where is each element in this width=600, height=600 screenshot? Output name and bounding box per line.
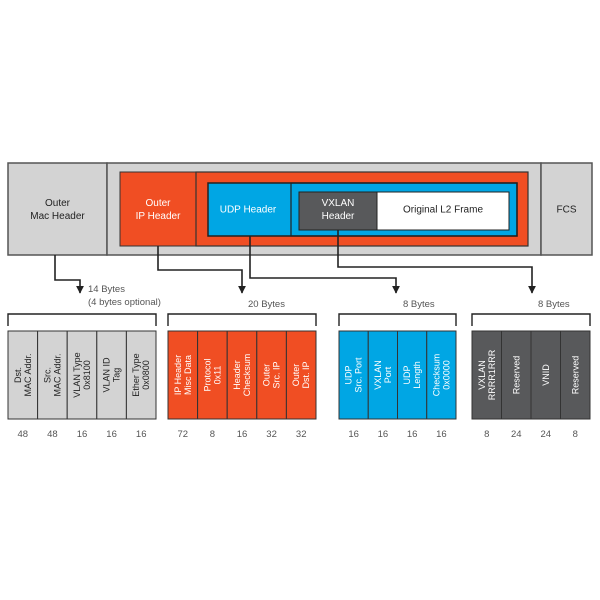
field-box [501,330,532,420]
outer-mac-header-block [7,162,108,256]
field-label: OuterDst. IP [291,361,311,388]
field-bits-label: 16 [348,429,359,440]
field-box [426,330,457,420]
group-size-label: 14 Bytes(4 bytes optional) [88,284,161,308]
field-box [96,330,127,420]
field-label: Ether Type0x0800 [131,353,151,396]
field-bits-label: 32 [266,429,277,440]
connector-arrow-outer-ip [157,246,246,294]
group-size-label: 8 Bytes [403,299,435,310]
field-box [471,330,502,420]
field-bits-label: 24 [511,429,522,440]
udp-payload-outline [290,182,518,237]
field-label: VNID [541,364,551,386]
field-bits-label: 48 [18,429,29,440]
field-bits-label: 16 [136,429,147,440]
field-bits-label: 72 [178,429,189,440]
field-box [285,330,317,420]
field-label: VXLANRRRR1RRR [477,349,497,400]
field-label: Checksum0x0000 [431,354,451,397]
field-box [397,330,428,420]
field-label: VLAN Type0x8100 [72,352,92,397]
fcs-label: FCS [557,205,577,216]
original-l2-frame-label: Original L2 Frame [403,205,483,216]
field-label: UDPSrc. Port [344,357,364,393]
field-box [125,330,157,420]
udp-header-label: UDP Header [220,205,277,216]
group-size-label: 20 Bytes [248,299,285,310]
field-bits-label: 16 [407,429,418,440]
field-box [367,330,398,420]
field-label: Protocol0x11 [202,358,222,391]
field-group: 14 Bytes(4 bytes optional) Dst.MAC Addr. 4… [7,284,161,440]
field-label: Src.MAC Addr. [42,353,62,396]
connector-arrows [54,230,536,294]
field-bits-label: 16 [378,429,389,440]
field-box [256,330,287,420]
field-group: 20 Bytes IP HeaderMisc Data 72 Protocol0x11… [167,299,317,440]
field-bits-label: 48 [47,429,58,440]
original-l2-frame-block [376,191,510,231]
field-bits-label: 16 [436,429,447,440]
field-bits-label: 8 [573,429,578,440]
field-bits-label: 24 [540,429,551,440]
field-bits-label: 8 [210,429,215,440]
field-bits-label: 16 [77,429,88,440]
field-bits-label: 32 [296,429,307,440]
field-box [197,330,228,420]
field-groups: 14 Bytes(4 bytes optional) Dst.MAC Addr. 4… [7,284,591,440]
field-label: UDPLength [402,361,422,389]
field-bits-label: 8 [484,429,489,440]
connector-arrow-vxlan [337,230,536,294]
field-label: VLAN IDTag [102,357,122,393]
field-label: VXLANPort [373,360,393,390]
group-bracket [338,313,457,326]
connector-arrow-outer-mac [54,255,84,294]
field-label: OuterSrc. IP [262,361,282,388]
group-bracket [471,313,591,326]
connector-arrow-udp [249,236,400,294]
group-size-label: 8 Bytes [538,299,570,310]
field-box [66,330,98,420]
field-box [37,330,68,420]
group-bracket [7,313,157,326]
field-box [530,330,561,420]
field-label: Dst.MAC Addr. [13,353,33,396]
field-bits-label: 16 [106,429,117,440]
field-box [7,330,39,420]
field-box [338,330,369,420]
field-label: Reserved [570,356,580,395]
group-bracket [167,313,317,326]
ip-payload-outline [195,171,529,247]
field-label: IP HeaderMisc Data [173,355,193,395]
field-bits-label: 16 [237,429,248,440]
field-label: Reserved [511,356,521,395]
vxlan-header-block [298,191,378,231]
field-box [560,330,591,420]
field-label: HeaderChecksum [232,354,252,397]
fcs-block [540,162,593,256]
